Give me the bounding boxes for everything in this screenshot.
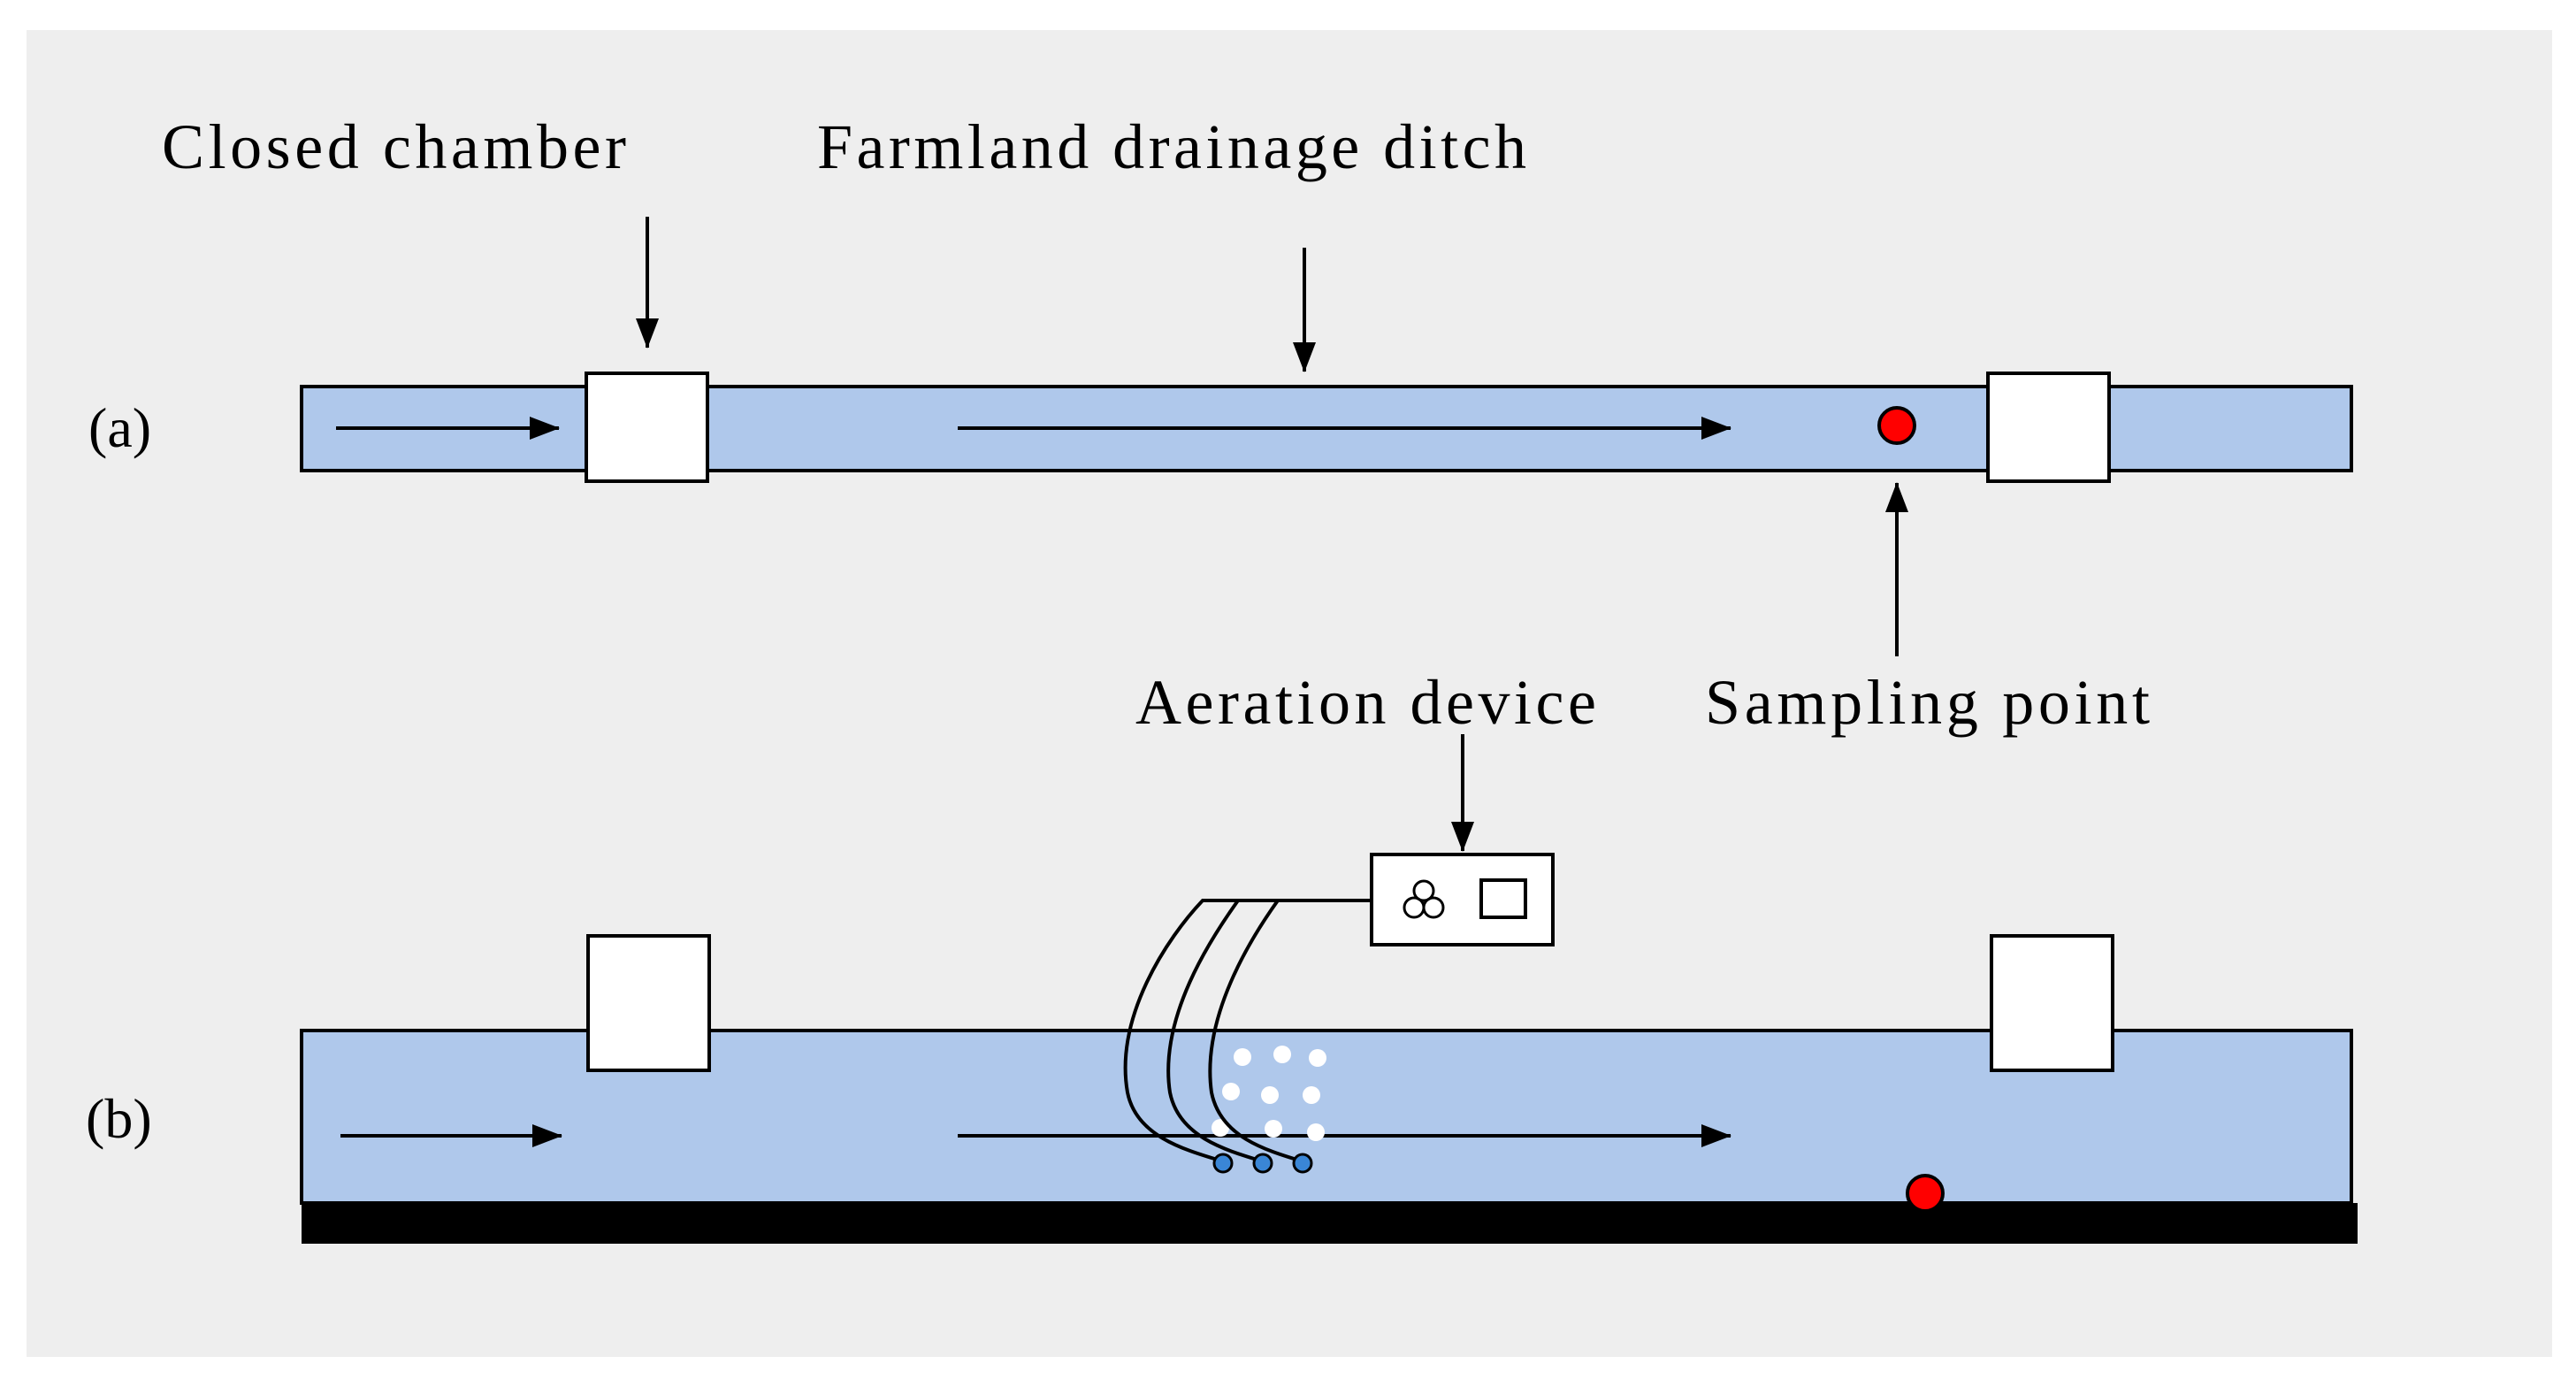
sediment-layer xyxy=(302,1203,2358,1244)
air-bubbles xyxy=(1212,1046,1326,1141)
closed-chamber-b-right xyxy=(1990,934,2114,1072)
closed-chamber-a-left xyxy=(585,372,709,483)
display-icon xyxy=(1479,878,1527,919)
panel-a-label: (a) xyxy=(88,396,151,459)
aeration-device-label: Aeration device xyxy=(1135,667,1596,738)
sampling-point-label: Sampling point xyxy=(1705,667,2150,738)
panel-b-label: (b) xyxy=(86,1087,152,1150)
closed-chamber-label: Closed chamber xyxy=(162,111,626,182)
sampling-point-a xyxy=(1877,406,1916,445)
aeration-hoses xyxy=(1123,899,1372,1163)
sampling-point-b xyxy=(1906,1174,1945,1213)
panel-b: (b) xyxy=(86,853,2358,1244)
aeration-device xyxy=(1370,853,1555,946)
closed-chamber-a-right xyxy=(1986,372,2111,483)
panel-a: (a) xyxy=(88,372,2353,483)
diffuser-heads xyxy=(1212,1153,1313,1174)
fan-icon xyxy=(1403,879,1445,919)
closed-chamber-b-left xyxy=(586,934,711,1072)
